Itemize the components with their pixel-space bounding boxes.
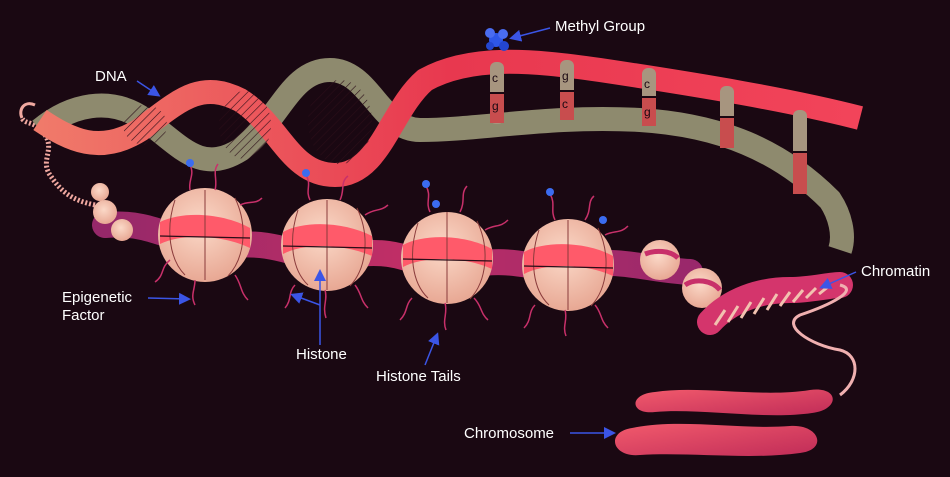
- label-epigenetic-factor-line1: Epigenetic: [62, 289, 133, 306]
- coil-segment: [19, 102, 36, 119]
- epigenetic-factor-dots: [186, 159, 607, 224]
- base-letter: g: [562, 69, 569, 83]
- helix-groove: [308, 80, 372, 164]
- chromatin-coil: [697, 272, 857, 397]
- chromatin-arrow: [819, 271, 857, 289]
- label-histone: Histone: [296, 346, 347, 363]
- base-letter: c: [562, 97, 568, 111]
- histone-arrow-left: [290, 292, 321, 306]
- thin-chromatin-strand: [792, 283, 857, 397]
- methyl-group-molecule: [485, 28, 509, 51]
- base-letter: g: [492, 99, 499, 113]
- nucleosome: [158, 188, 252, 282]
- epigenetic-arrow: [147, 292, 191, 305]
- histone-tails-arrow: [424, 332, 440, 366]
- base-pair-rung-red: [642, 97, 656, 126]
- small-nucleosome: [111, 219, 133, 241]
- nucleosome: [401, 212, 493, 304]
- dna-arrow: [136, 80, 161, 97]
- annotation-arrows: [136, 27, 857, 439]
- base-pair-rung-red: [793, 152, 807, 194]
- label-dna: DNA: [95, 68, 127, 85]
- methyl-arrow: [509, 27, 551, 42]
- coiled-dna-tail: [19, 116, 96, 208]
- label-epigenetic-factor-line2: Factor: [62, 307, 105, 324]
- label-histone-tails: Histone Tails: [376, 368, 461, 385]
- base-pair-rungs: c g g c c g: [490, 60, 807, 194]
- label-chromosome: Chromosome: [464, 425, 555, 442]
- base-pair-rung-red: [490, 93, 504, 123]
- helix-groove: [219, 91, 271, 159]
- base-letter: c: [644, 77, 650, 91]
- base-letter: c: [492, 71, 498, 85]
- chromosome-shape: [614, 389, 833, 456]
- base-pair-rung-red: [720, 117, 734, 148]
- small-nucleosome: [91, 183, 109, 201]
- small-nucleosome: [640, 240, 680, 280]
- label-chromatin: Chromatin: [861, 263, 931, 280]
- label-methyl-group: Methyl Group: [555, 18, 646, 35]
- small-nucleosome: [93, 200, 117, 224]
- nucleosome: [522, 219, 614, 311]
- helix-groove: [123, 105, 167, 145]
- histone-tails: [154, 163, 629, 337]
- base-letter: g: [644, 105, 651, 119]
- nucleosome: [281, 199, 373, 291]
- small-nucleosome: [682, 268, 722, 308]
- base-pair-rung-red: [560, 91, 574, 120]
